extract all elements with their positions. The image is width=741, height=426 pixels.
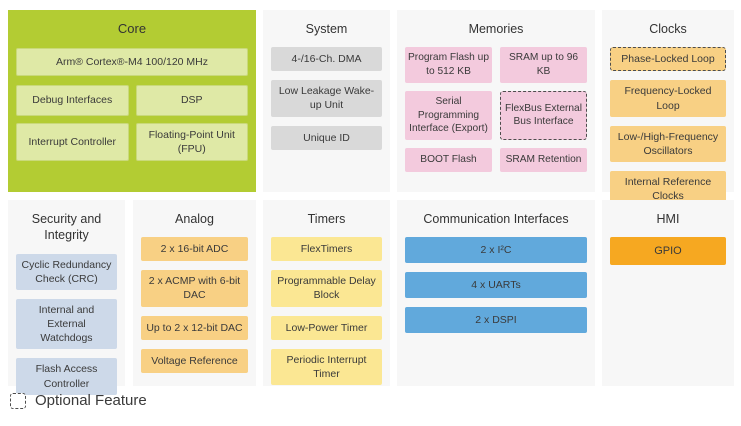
section-hmi: HMI GPIO — [602, 200, 734, 386]
block-i2c: 2 x I²C — [405, 237, 587, 264]
block-debug-interfaces: Debug Interfaces — [16, 84, 129, 116]
block-arm-cortex-m4: Arm® Cortex®-M4 100/120 MHz — [16, 47, 248, 76]
section-hmi-title: HMI — [656, 212, 680, 226]
block-low-leakage-wakeup-unit: Low Leakage Wake-up Unit — [271, 80, 382, 117]
block-voltage-reference: Voltage Reference — [141, 348, 248, 373]
section-memories: Memories Program Flash up to 512 KB SRAM… — [397, 10, 595, 192]
block-low-power-timer: Low-Power Timer — [271, 315, 382, 340]
block-programmable-delay-block: Programmable Delay Block — [271, 270, 382, 307]
section-core: Core Arm® Cortex®-M4 100/120 MHz Debug I… — [8, 10, 256, 192]
block-dma: 4-/16-Ch. DMA — [271, 47, 382, 72]
section-communication-title: Communication Interfaces — [423, 212, 569, 226]
block-phase-locked-loop: Phase-Locked Loop — [610, 47, 726, 72]
section-core-title: Core — [117, 21, 147, 36]
block-12bit-dac: Up to 2 x 12-bit DAC — [141, 315, 248, 340]
block-frequency-locked-loop: Frequency-Locked Loop — [610, 80, 726, 117]
section-timers-title: Timers — [307, 212, 346, 226]
block-crc: Cyclic Redundancy Check (CRC) — [16, 253, 117, 290]
block-flexbus-external-bus-interface: FlexBus External Bus Interface — [500, 90, 587, 141]
block-unique-id: Unique ID — [271, 125, 382, 150]
block-gpio: GPIO — [610, 237, 726, 266]
block-boot-flash: BOOT Flash — [405, 148, 492, 173]
block-dspi: 2 x DSPI — [405, 307, 587, 334]
block-watchdogs: Internal and External Watchdogs — [16, 298, 117, 350]
block-uarts: 4 x UARTs — [405, 272, 587, 299]
block-sram: SRAM up to 96 KB — [500, 47, 587, 83]
block-adc: 2 x 16-bit ADC — [141, 237, 248, 262]
block-sram-retention: SRAM Retention — [500, 148, 587, 173]
block-serial-programming-interface: Serial Programming Interface (Export) — [405, 90, 492, 141]
block-acmp-dac: 2 x ACMP with 6-bit DAC — [141, 270, 248, 307]
legend-optional-feature: Optional Feature — [10, 392, 147, 409]
block-program-flash: Program Flash up to 512 KB — [405, 47, 492, 83]
section-communication-interfaces: Communication Interfaces 2 x I²C 4 x UAR… — [397, 200, 595, 386]
section-security-and-integrity: Security and Integrity Cyclic Redundancy… — [8, 200, 125, 395]
section-system: System 4-/16-Ch. DMA Low Leakage Wake-up… — [263, 10, 390, 192]
block-periodic-interrupt-timer: Periodic Interrupt Timer — [271, 348, 382, 385]
block-low-high-frequency-oscillators: Low-/High-Frequency Oscillators — [610, 125, 726, 163]
optional-feature-swatch-icon — [10, 392, 26, 409]
section-security-title: Security and Integrity — [31, 212, 102, 243]
block-flash-access-controller: Flash Access Controller — [16, 358, 117, 395]
block-floating-point-unit: Floating-Point Unit (FPU) — [135, 122, 248, 162]
section-analog: Analog 2 x 16-bit ADC 2 x ACMP with 6-bi… — [133, 200, 256, 386]
legend-label: Optional Feature — [35, 392, 147, 409]
section-memories-title: Memories — [468, 22, 524, 36]
block-flextimers: FlexTimers — [271, 237, 382, 262]
section-analog-title: Analog — [175, 212, 214, 226]
block-interrupt-controller: Interrupt Controller — [16, 122, 129, 162]
block-dsp: DSP — [135, 84, 248, 116]
section-clocks-title: Clocks — [649, 22, 687, 36]
section-clocks: Clocks Phase-Locked Loop Frequency-Locke… — [602, 10, 734, 208]
section-system-title: System — [305, 22, 348, 36]
section-timers: Timers FlexTimers Programmable Delay Blo… — [263, 200, 390, 386]
